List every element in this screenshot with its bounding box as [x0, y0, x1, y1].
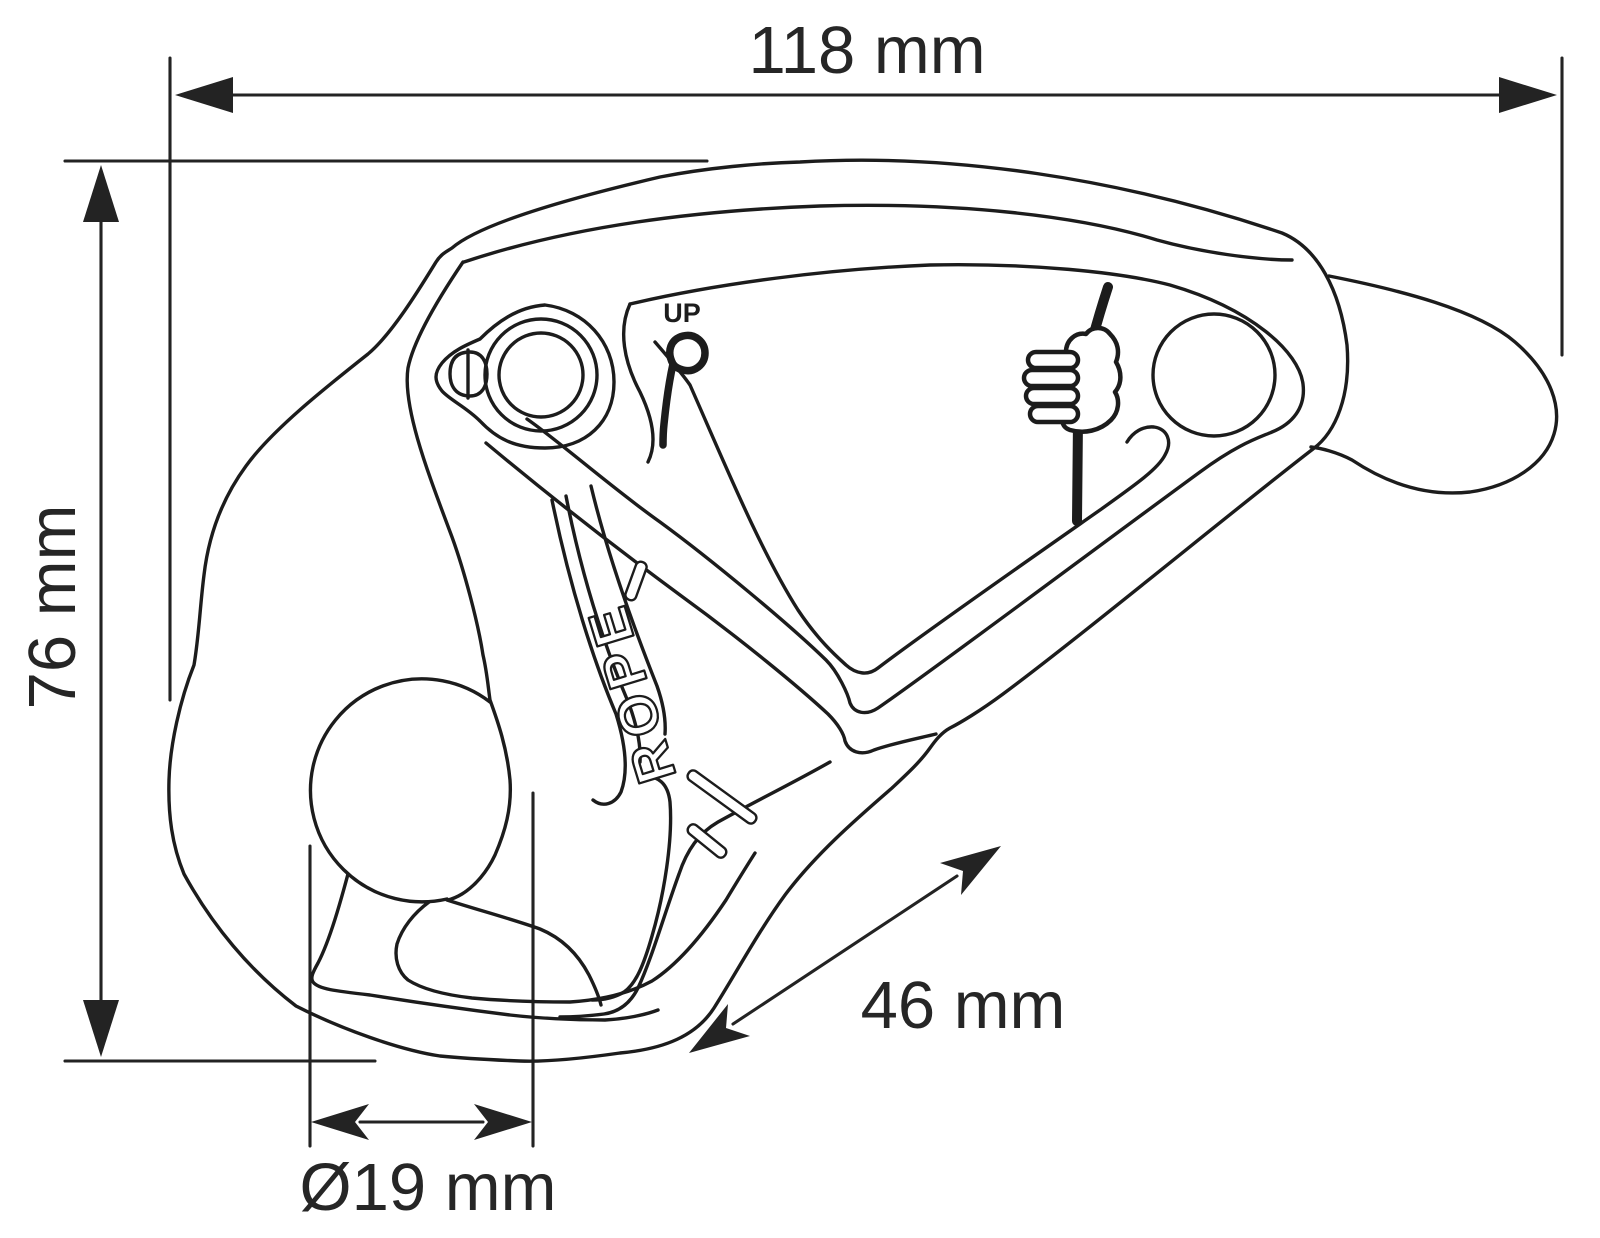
svg-text:Ø19 mm: Ø19 mm [300, 1150, 557, 1225]
svg-text:46 mm: 46 mm [861, 968, 1066, 1043]
svg-text:UP: UP [663, 298, 701, 328]
svg-text:76 mm: 76 mm [15, 505, 90, 710]
svg-text:ROPE: ROPE [574, 593, 688, 791]
svg-text:118 mm: 118 mm [748, 13, 985, 88]
